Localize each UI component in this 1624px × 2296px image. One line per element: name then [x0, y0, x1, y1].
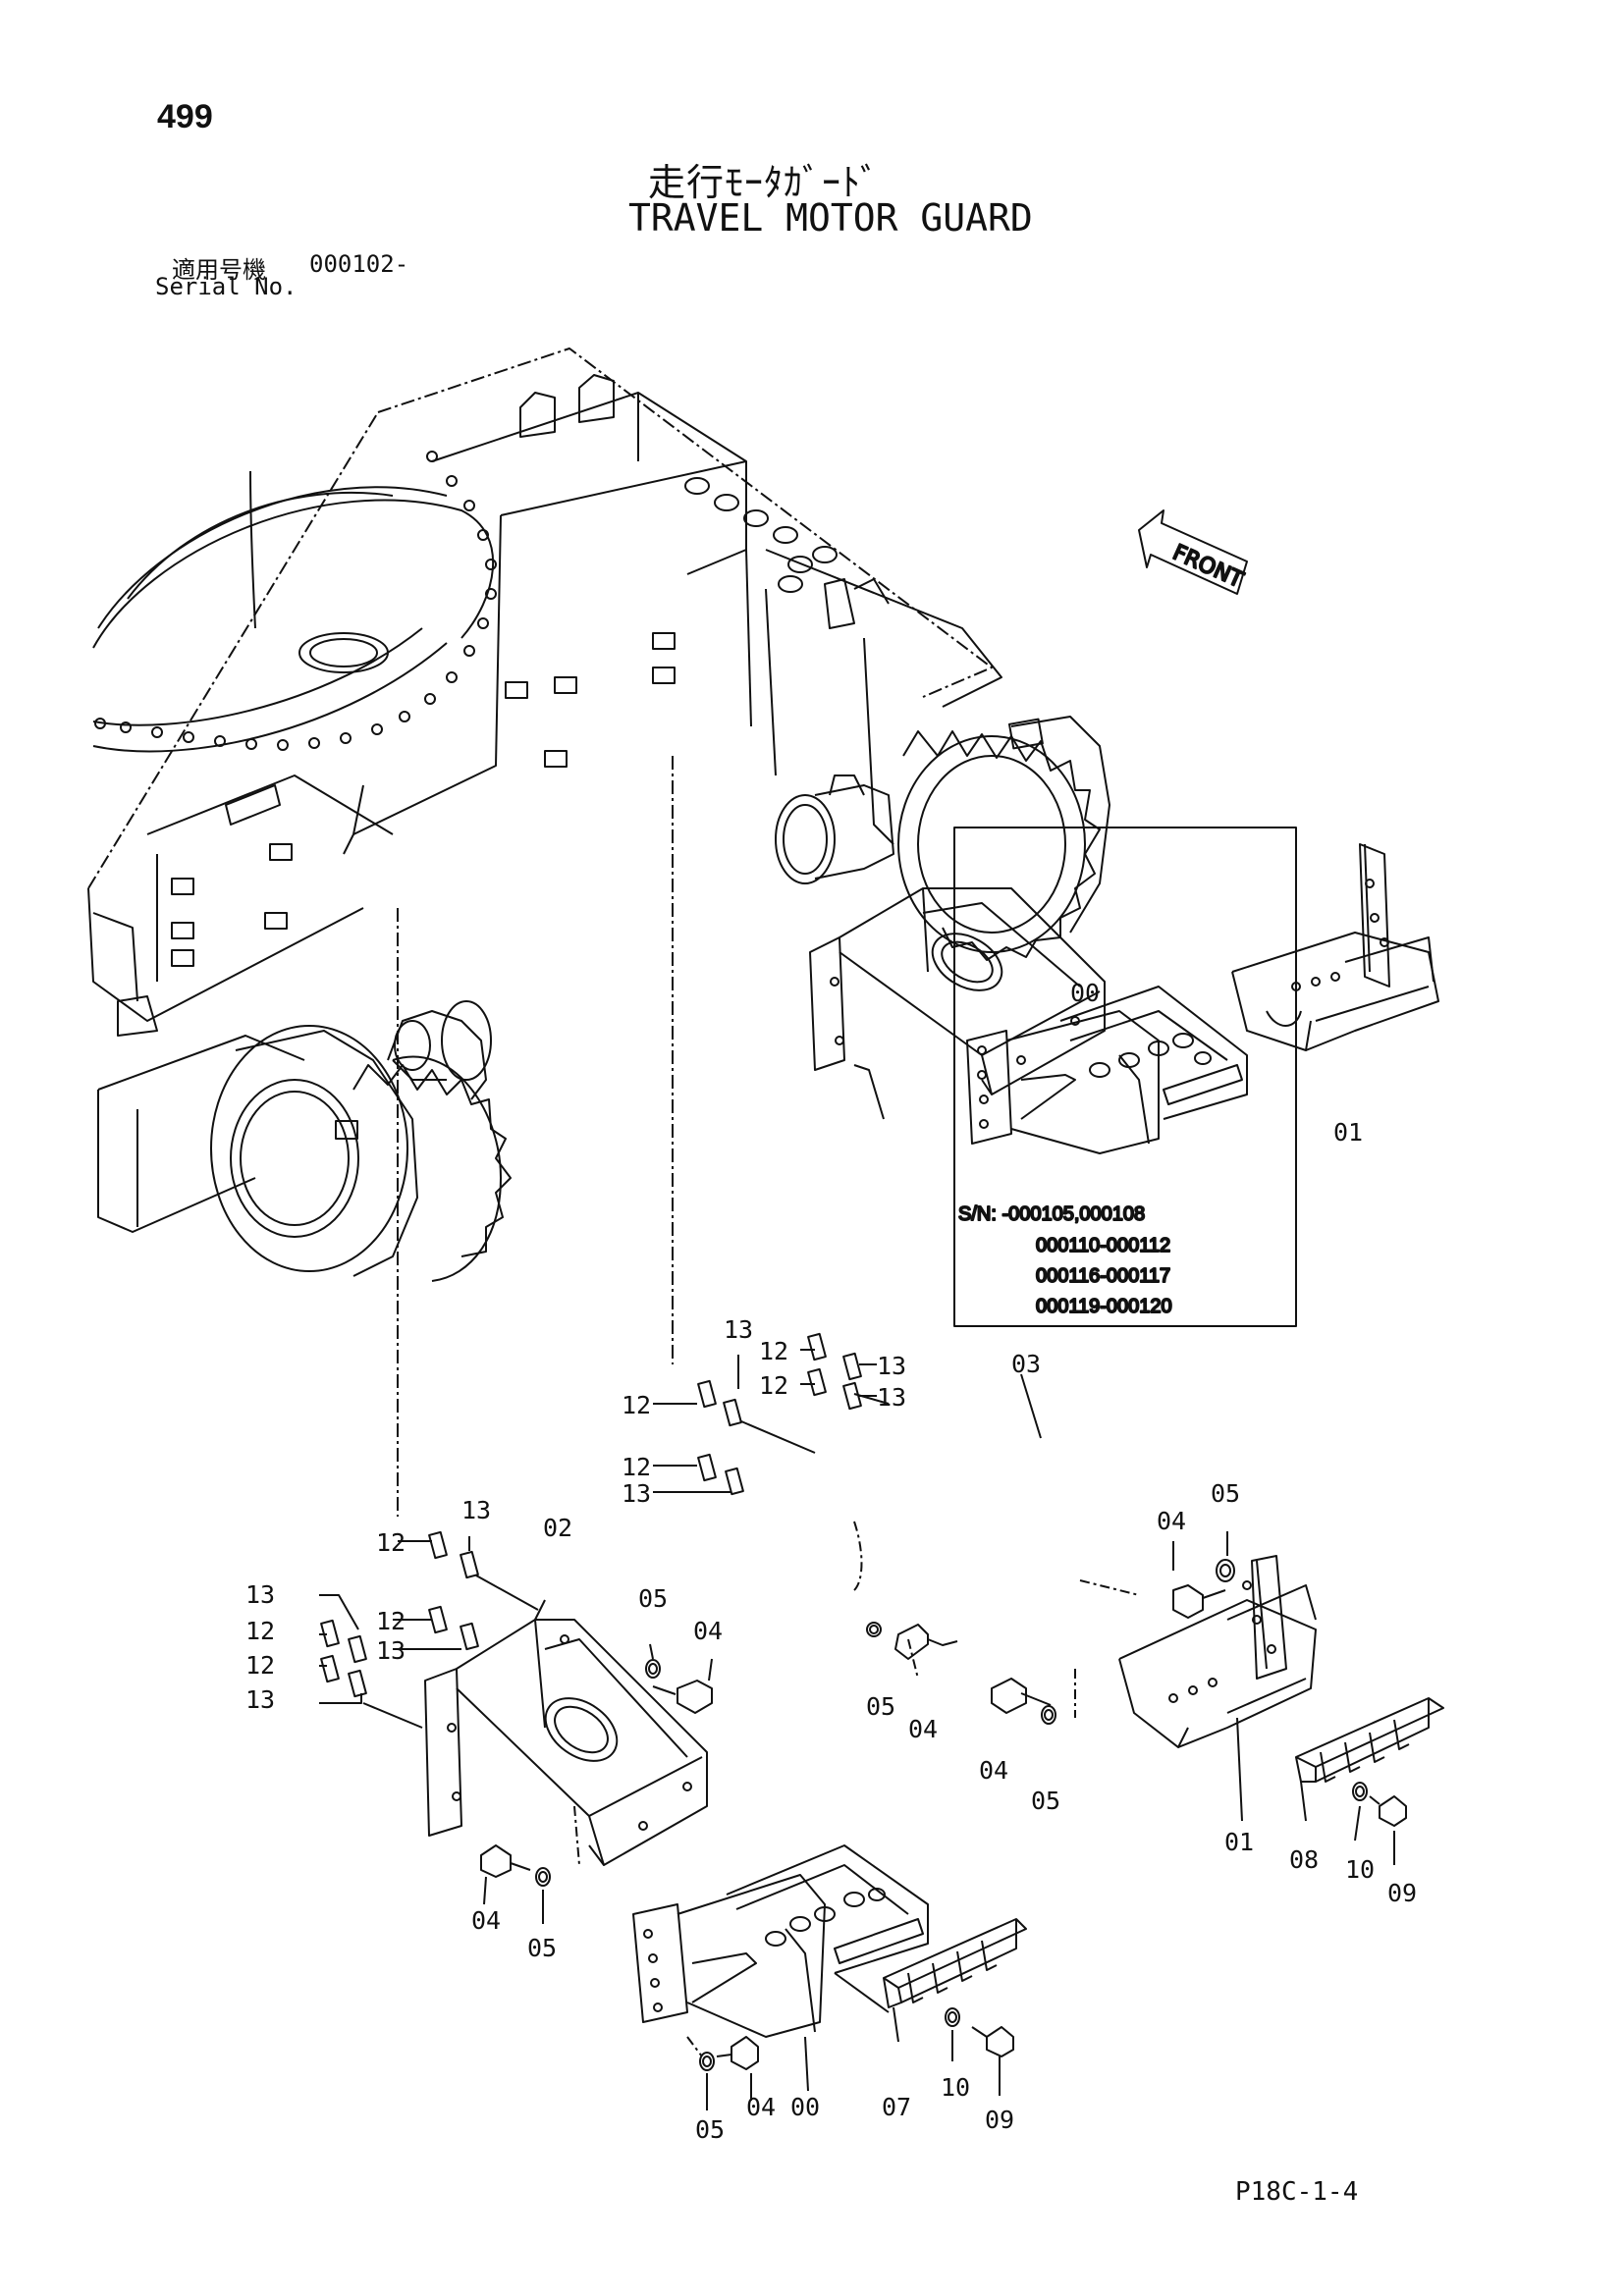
inset-serial-line-3: 000116-000117 — [1036, 1265, 1170, 1287]
callout-03: 03 — [1011, 1350, 1041, 1378]
callout-04: 04 — [693, 1617, 723, 1645]
callout-09: 09 — [1387, 1879, 1417, 1907]
callout-13: 13 — [461, 1496, 491, 1524]
callout-05: 05 — [695, 2115, 725, 2144]
callout-12: 12 — [759, 1371, 788, 1400]
callout-12: 12 — [622, 1453, 651, 1481]
callout-12: 12 — [376, 1607, 406, 1635]
callout-04: 04 — [908, 1715, 938, 1743]
inset-serial-line-2: 000110-000112 — [1036, 1235, 1170, 1256]
callout-05: 05 — [866, 1692, 895, 1721]
bolt-cluster — [684, 477, 838, 593]
callout-01: 01 — [1224, 1828, 1254, 1856]
callout-inset-01: 01 — [1333, 1118, 1363, 1147]
callout-00: 00 — [790, 2093, 820, 2121]
title-japanese: 走行ﾓｰﾀｶﾞｰﾄﾞ — [648, 161, 881, 204]
callout-05: 05 — [1031, 1787, 1060, 1815]
right-travel-motor — [775, 774, 894, 884]
callout-04: 04 — [471, 1906, 501, 1935]
right-guard-assembly — [397, 756, 1444, 1865]
callout-09: 09 — [985, 2106, 1014, 2134]
bearing-bolt-holes — [94, 451, 497, 751]
callout-13: 13 — [877, 1352, 906, 1380]
callout-13: 13 — [724, 1315, 753, 1344]
left-sprocket — [352, 1055, 512, 1282]
callout-05: 05 — [1211, 1479, 1240, 1508]
callout-05: 05 — [527, 1934, 557, 1962]
callout-12: 12 — [759, 1337, 788, 1365]
callout-13: 13 — [622, 1479, 651, 1508]
callout-13: 13 — [877, 1383, 906, 1412]
inset-older-serials — [953, 827, 1439, 1327]
callout-13: 13 — [376, 1636, 406, 1665]
serial-label-english: Serial No. — [155, 273, 298, 300]
callout-13: 13 — [245, 1580, 275, 1609]
front-direction-arrow: FRONT — [1138, 509, 1248, 595]
title-english: TRAVEL MOTOR GUARD — [628, 196, 1033, 240]
left-idler — [210, 1025, 418, 1277]
serial-label-japanese: 適用号機 — [172, 256, 266, 284]
callout-02: 02 — [543, 1514, 572, 1542]
inset-serial-line-4: 000119-000120 — [1036, 1296, 1172, 1317]
callout-12: 12 — [245, 1617, 275, 1645]
left-travel-motor — [387, 1000, 492, 1100]
page-code-footer: P18C-1-4 — [1235, 2177, 1359, 2207]
left-guard-assembly — [319, 1530, 713, 1924]
bottom-guard-assembly — [632, 1844, 1027, 2110]
callout-04: 04 — [979, 1756, 1008, 1785]
inset-serial-line-1: S/N: -000105,000108 — [958, 1203, 1145, 1225]
front-arrow-label: FRONT — [1169, 541, 1247, 594]
callout-12: 12 — [622, 1391, 651, 1419]
page-number: 499 — [157, 98, 213, 135]
callout-08: 08 — [1289, 1845, 1319, 1874]
right-sprocket — [897, 716, 1110, 961]
callout-inset-00: 00 — [1070, 979, 1100, 1007]
callout-04: 04 — [1157, 1507, 1186, 1535]
track-frame-illustration — [87, 347, 1110, 1282]
callout-10: 10 — [941, 2073, 970, 2102]
callout-07: 07 — [882, 2093, 911, 2121]
callout-labels: 00 01 13 12 12 12 13 13 12 13 03 04 05 0… — [245, 979, 1417, 2144]
callout-13: 13 — [245, 1685, 275, 1714]
callout-12: 12 — [245, 1651, 275, 1680]
callout-12: 12 — [376, 1528, 406, 1557]
callout-10: 10 — [1345, 1855, 1375, 1884]
callout-04: 04 — [746, 2093, 776, 2121]
serial-number-value: 000102- — [309, 250, 409, 278]
callout-05: 05 — [638, 1584, 668, 1613]
